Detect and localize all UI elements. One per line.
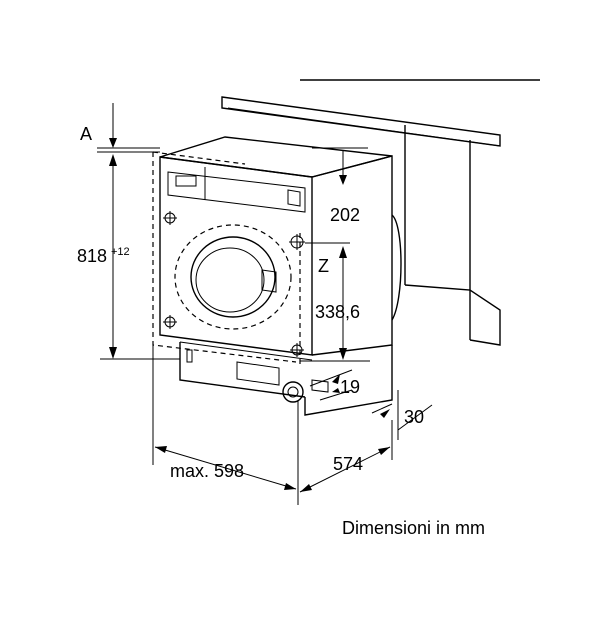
label-height: 818 [77,246,107,266]
niche-outline [152,151,301,365]
dimension-338-6 [300,242,370,362]
washing-machine [159,136,402,416]
door-outline [174,224,292,330]
pump-filter-cap [282,381,304,403]
fixing-point-bottom-right [290,343,304,357]
dimension-30 [371,390,433,440]
label-30: 30 [404,407,424,427]
label-height-tolerance: +12 [111,246,130,258]
dimension-574 [299,420,393,493]
dimension-202 [312,147,368,185]
label-a: A [80,124,92,144]
label-19: 19 [340,377,360,397]
dimension-a [97,103,160,153]
worktop [221,79,540,346]
fixing-point-top-right [289,234,305,250]
units-caption: Dimensioni in mm [342,518,486,538]
dimension-height [100,154,180,360]
label-202: 202 [330,205,360,225]
dimension-max-598 [152,345,299,505]
fixing-point-top-left [163,211,177,225]
label-574: 574 [333,454,363,474]
fixing-point-bottom-left [163,315,177,329]
label-z: Z [318,256,329,276]
label-max-598: max. 598 [170,461,244,481]
dimension-19 [309,369,353,401]
label-338-6: 338,6 [315,302,360,322]
